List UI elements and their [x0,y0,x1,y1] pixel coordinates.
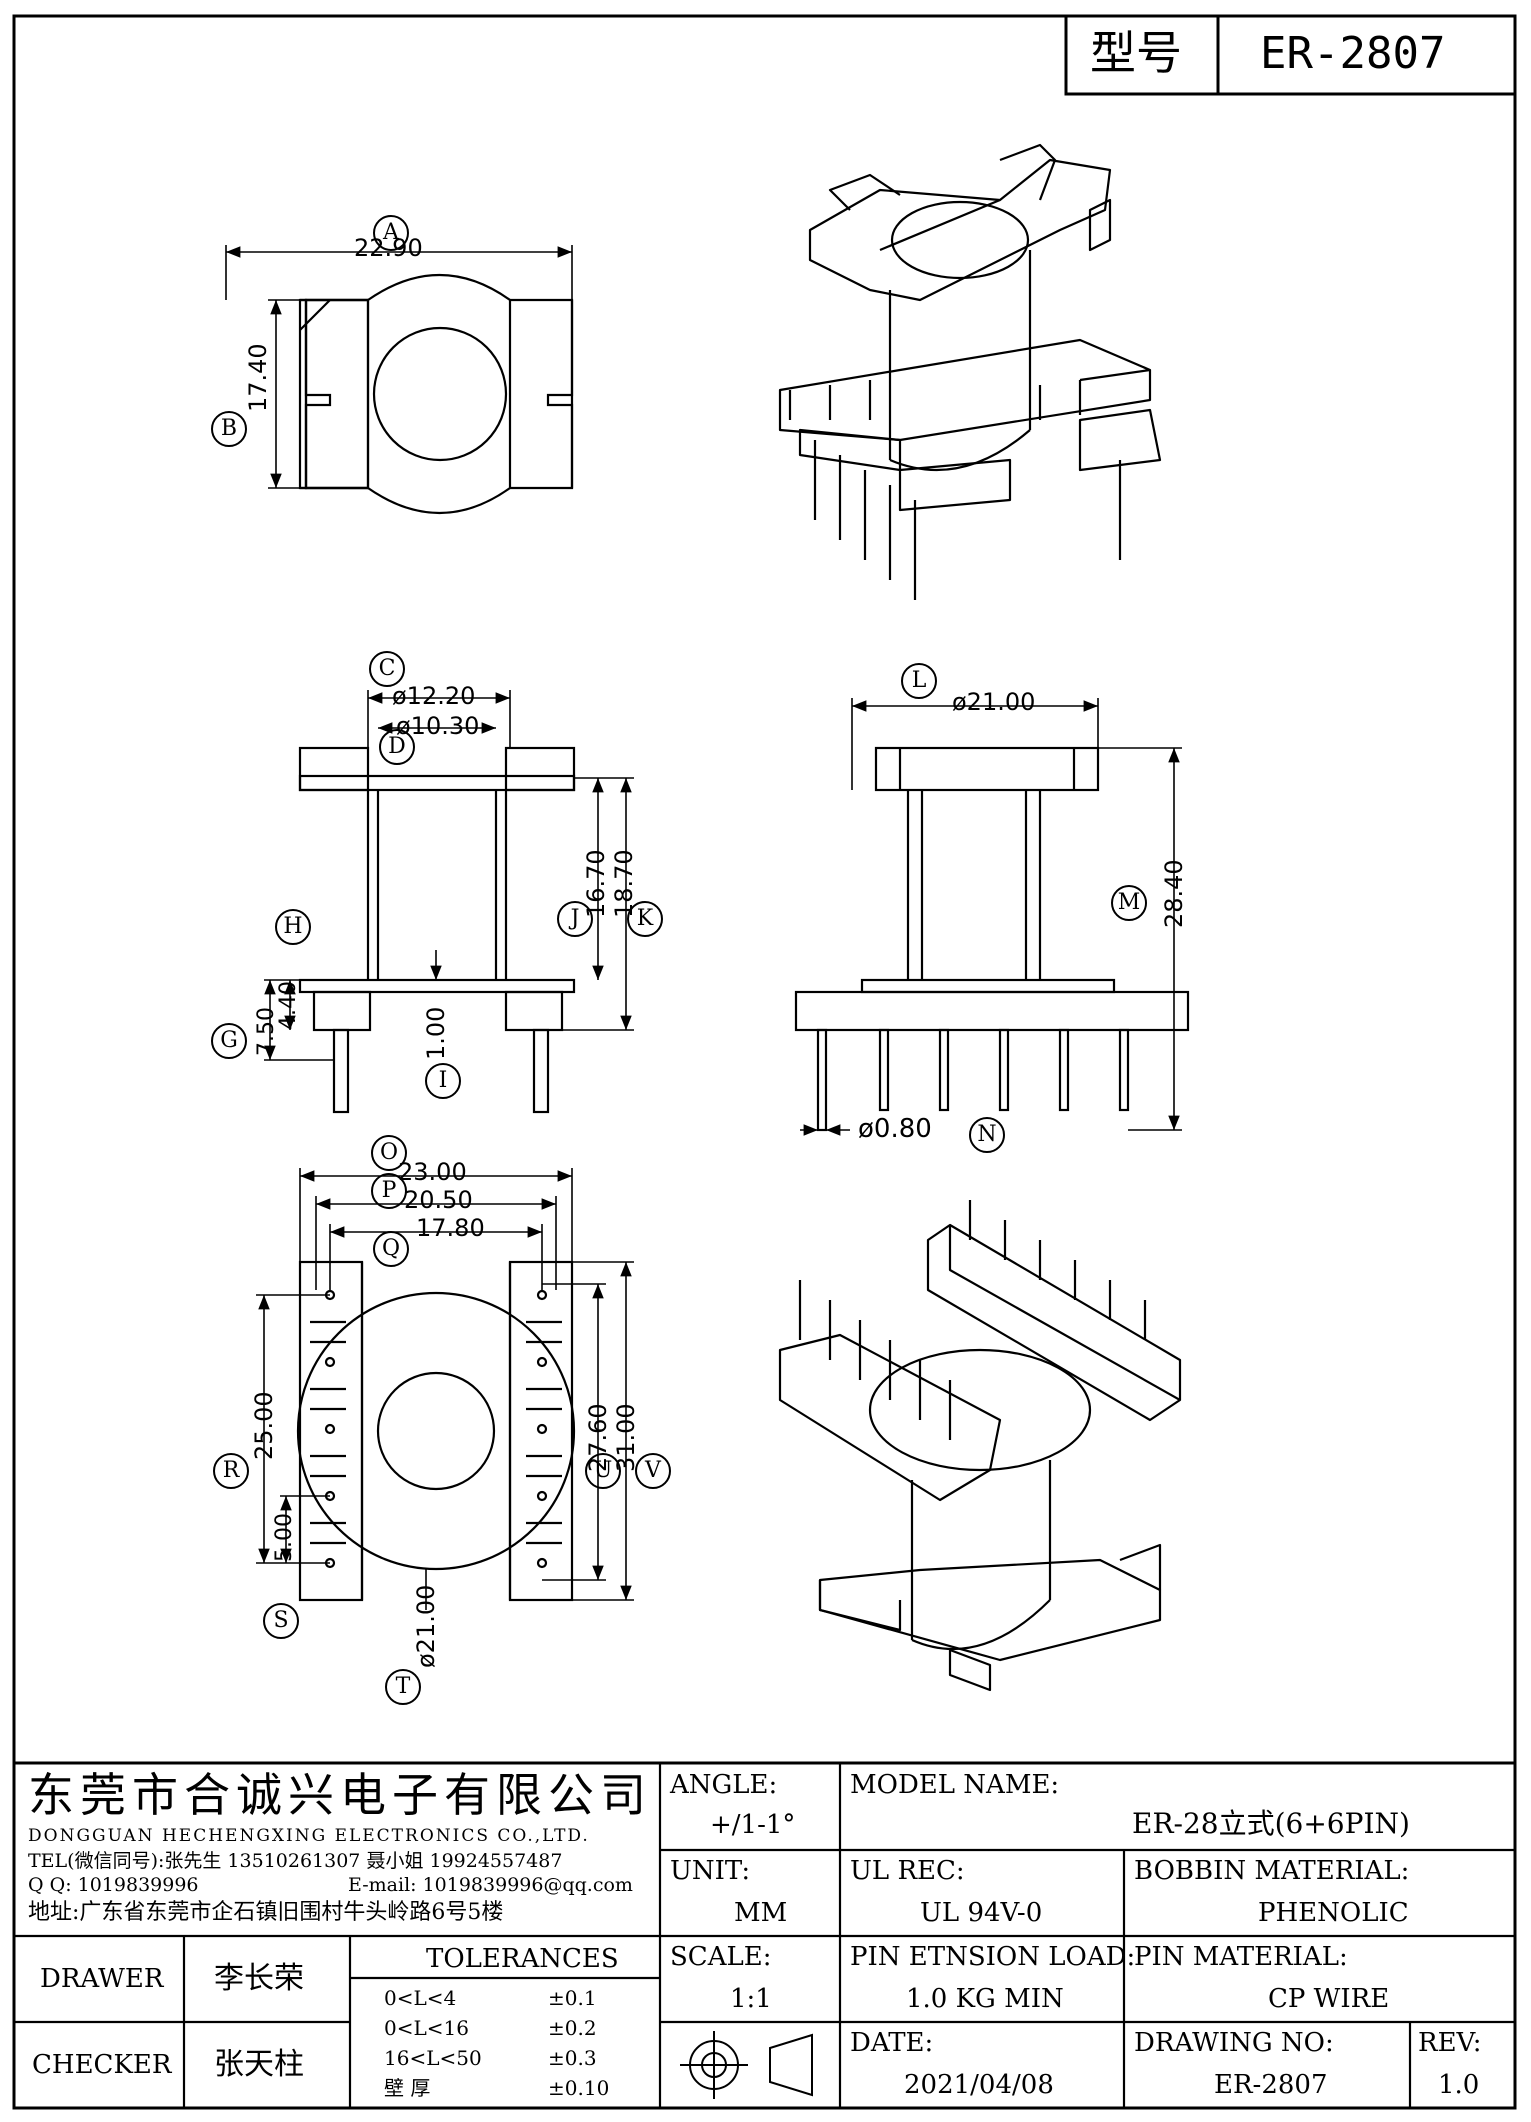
dim-i-value: 1.00 [422,1006,450,1060]
ul-rec-label: UL REC: [850,1856,965,1886]
drawing-no-label: DRAWING NO: [1134,2028,1334,2058]
dim-l-value: ø21.00 [952,688,1036,716]
callout-r: R [213,1453,249,1489]
pin-load-label: PIN ETNSION LOAD: [850,1942,1136,1972]
tolerance-range: 0<L<4 [384,1986,457,2010]
pin-load-value: 1.0 KG MIN [906,1984,1064,2014]
dim-c-value: ø12.20 [392,682,476,710]
isometric-view-bottom [778,1200,1182,1692]
angle-label: ANGLE: [670,1770,778,1800]
tolerance-value: ±0.10 [548,2076,610,2100]
bobbin-material-value: PHENOLIC [1258,1898,1409,1928]
tolerances-title: TOLERANCES [426,1944,619,1974]
scale-value: 1:1 [730,1984,772,2014]
tolerance-value: ±0.3 [548,2046,597,2070]
dim-r-value: 25.00 [250,1391,278,1460]
dim-o-value: 23.00 [398,1158,467,1186]
dim-lines-bottom [256,1168,634,1610]
checker-label: CHECKER [32,2050,172,2080]
company-name-en: DONGGUAN HECHENGXING ELECTRONICS CO.,LTD… [28,1826,590,1846]
callout-q: Q [373,1231,409,1267]
callout-g: G [211,1023,247,1059]
top-view [298,274,574,514]
callout-o: O [371,1135,407,1171]
tolerance-range: 16<L<50 [384,2046,482,2070]
checker-value: 张天柱 [214,2047,304,2082]
isometric-view-top [778,143,1162,600]
dim-b-value: 17.40 [244,343,272,412]
callout-i: I [425,1063,461,1099]
callout-k: K [627,901,663,937]
callout-n: N [969,1117,1005,1153]
callout-p: P [371,1173,407,1209]
side-view [794,746,1190,1132]
callout-m: M [1111,885,1147,921]
iso-bottom-top-pins [968,1200,1147,1340]
drawing-border [12,14,1517,2110]
tolerance-value: ±0.1 [548,1986,597,2010]
model-number-box [1064,14,1517,96]
pin-material-value: CP WIRE [1268,1984,1390,2014]
dim-n-value: ø0.80 [858,1114,932,1144]
model-box-value: ER-2807 [1260,28,1446,79]
dim-t-value: ø21.00 [412,1584,440,1668]
drawing-no-value: ER-2807 [1214,2070,1328,2100]
callout-b: B [211,411,247,447]
callout-t: T [385,1669,421,1705]
tolerance-range: 0<L<16 [384,2016,469,2040]
unit-value: MM [734,1898,788,1928]
company-tel: TEL(微信同号):张先生 13510261307 聂小姐 1992455748… [28,1850,563,1872]
ul-rec-value: UL 94V-0 [920,1898,1043,1928]
tolerance-value: ±0.2 [548,2016,597,2040]
dim-lines-top [225,245,573,489]
callout-u: U [585,1453,621,1489]
drawer-label: DRAWER [40,1964,164,1994]
company-address: 地址:广东省东莞市企石镇旧围村牛头岭路6号5楼 [28,1900,504,1925]
drawer-value: 李长荣 [214,1961,304,1996]
dim-p-value: 20.50 [404,1186,473,1214]
unit-label: UNIT: [670,1856,751,1886]
dim-s-value: 5.00 [272,1513,297,1562]
date-label: DATE: [850,2028,934,2058]
model-name-value: ER-28立式(6+6PIN) [1132,1807,1410,1840]
rev-value: 1.0 [1438,2070,1480,2100]
callout-a: A [373,215,409,251]
dim-q-value: 17.80 [416,1214,485,1242]
bottom-pin-holes [324,1289,548,1569]
date-value: 2021/04/08 [904,2070,1054,2100]
callout-d: D [379,729,415,765]
rev-label: REV: [1418,2028,1482,2058]
model-box-label: 型号 [1090,26,1182,80]
title-block-grid [14,1763,1515,2108]
scale-label: SCALE: [670,1942,772,1972]
iso-top-pins [813,440,1122,600]
model-name-label: MODEL NAME: [850,1770,1060,1800]
company-email: E-mail: 1019839996@qq.com [348,1874,633,1896]
callout-h: H [275,909,311,945]
tolerance-range: 壁 厚 [384,2076,431,2100]
bottom-view [296,1260,576,1602]
company-qq: Q Q: 1019839996 [28,1874,199,1896]
callout-c: C [369,651,405,687]
dim-lines-front [264,690,634,1061]
dim-g-value: 7.50 [254,1007,279,1056]
bottom-slots [310,1320,562,1545]
pin-material-label: PIN MATERIAL: [1134,1942,1348,1972]
callout-s: S [263,1603,299,1639]
company-name-cn: 东莞市合诚兴电子有限公司 [28,1768,652,1822]
callout-j: J [557,901,593,937]
dim-lines-side [800,698,1182,1136]
callout-l: L [901,663,937,699]
dim-m-value: 28.40 [1160,859,1188,928]
projection-symbol [680,2031,813,2099]
angle-value: +/1-1° [710,1810,796,1840]
side-pins [816,1028,1130,1132]
callout-v: V [635,1453,671,1489]
front-view [298,746,576,1114]
iso-bottom-left-pins [798,1280,952,1440]
bobbin-material-label: BOBBIN MATERIAL: [1134,1856,1410,1886]
dim-h-value: 4.40 [276,981,301,1030]
